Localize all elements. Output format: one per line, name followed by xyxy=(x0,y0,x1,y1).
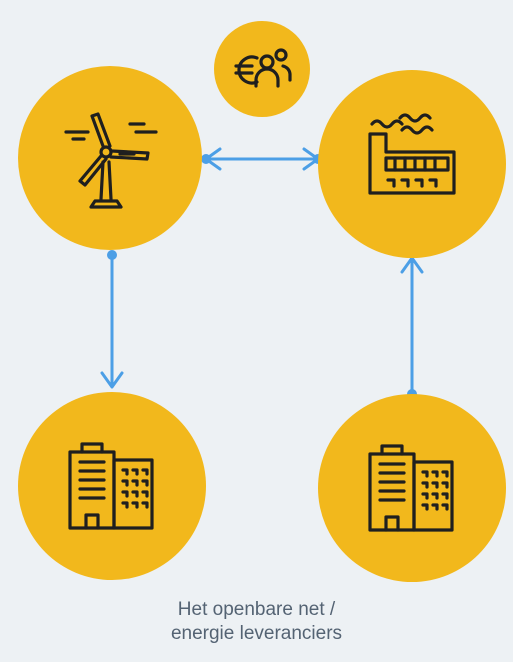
caption-line-2: energie leveranciers xyxy=(170,623,343,644)
caption-line-1: Het openbare net / xyxy=(177,599,336,620)
building-left-node xyxy=(18,392,206,580)
connector-building-right-factory xyxy=(400,256,424,399)
wind-turbine-icon xyxy=(64,112,158,209)
euro-people-icon xyxy=(234,48,292,88)
building-right-node xyxy=(318,394,506,582)
connector-wind-factory xyxy=(201,147,323,171)
apartment-building-icon xyxy=(368,444,454,532)
wind-node xyxy=(18,66,202,250)
factory-icon xyxy=(368,113,456,195)
apartment-building-icon xyxy=(68,442,154,530)
connector-wind-building-left xyxy=(100,250,124,389)
caption: Het openbare net / energie leveranciers xyxy=(0,598,513,646)
community-node xyxy=(214,21,310,117)
factory-node xyxy=(318,70,506,258)
